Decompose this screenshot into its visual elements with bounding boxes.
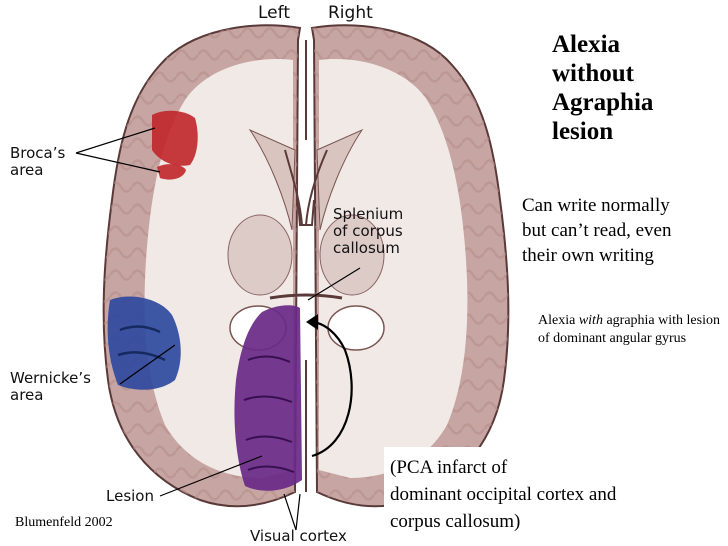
left-label: Left xyxy=(258,3,290,23)
wernicke-region xyxy=(107,296,181,390)
description: Can write normally but can’t read, even … xyxy=(522,193,722,268)
description-line-1: Can write normally xyxy=(522,195,670,216)
transfer-arrow xyxy=(306,314,353,458)
note-prefix: Alexia xyxy=(538,313,579,328)
wernicke-label-line-2: area xyxy=(10,386,44,404)
pca-line-3: corpus callosum) xyxy=(390,511,521,532)
title-line-3: Agraphia xyxy=(552,89,654,116)
splenium-label-line-1: Splenium xyxy=(333,205,404,223)
wernicke-label-line-1: Wernicke’s xyxy=(10,369,91,387)
note-rest: agraphia with lesion of dominant angular… xyxy=(538,313,720,346)
splenium-label: Splenium of corpus callosum xyxy=(333,206,403,257)
splenium-label-line-2: of corpus xyxy=(333,222,403,240)
pca-line-1: (PCA infarct of xyxy=(390,457,508,478)
lesion-region xyxy=(234,305,302,491)
splenium-label-line-3: callosum xyxy=(333,239,400,257)
alexia-with-agraphia-note: Alexia with agraphia with lesion of domi… xyxy=(538,312,723,348)
broca-label-line-1: Broca’s xyxy=(10,144,66,162)
broca-region xyxy=(152,110,198,180)
title-line-4: lesion xyxy=(552,118,614,145)
title-line-2: without xyxy=(552,60,634,87)
pca-line-2: dominant occipital cortex and xyxy=(390,484,617,505)
source-credit: Blumenfeld 2002 xyxy=(15,515,113,530)
description-line-2: but can’t read, even xyxy=(522,220,672,241)
visual-cortex-label: Visual cortex xyxy=(250,527,347,545)
title-line-1: Alexia xyxy=(552,31,621,58)
note-emphasis: with xyxy=(578,313,603,328)
right-label: Right xyxy=(328,3,373,23)
leader-lines xyxy=(75,127,361,531)
pca-infarct-note: (PCA infarct of dominant occipital corte… xyxy=(384,447,702,545)
wernicke-label: Wernicke’s area xyxy=(10,370,91,404)
slide-title: Alexia without Agraphia lesion xyxy=(552,30,722,146)
broca-label-line-2: area xyxy=(10,161,44,179)
lesion-label: Lesion xyxy=(106,487,154,505)
broca-label: Broca’s area xyxy=(10,145,65,179)
description-line-3: their own writing xyxy=(522,245,654,266)
